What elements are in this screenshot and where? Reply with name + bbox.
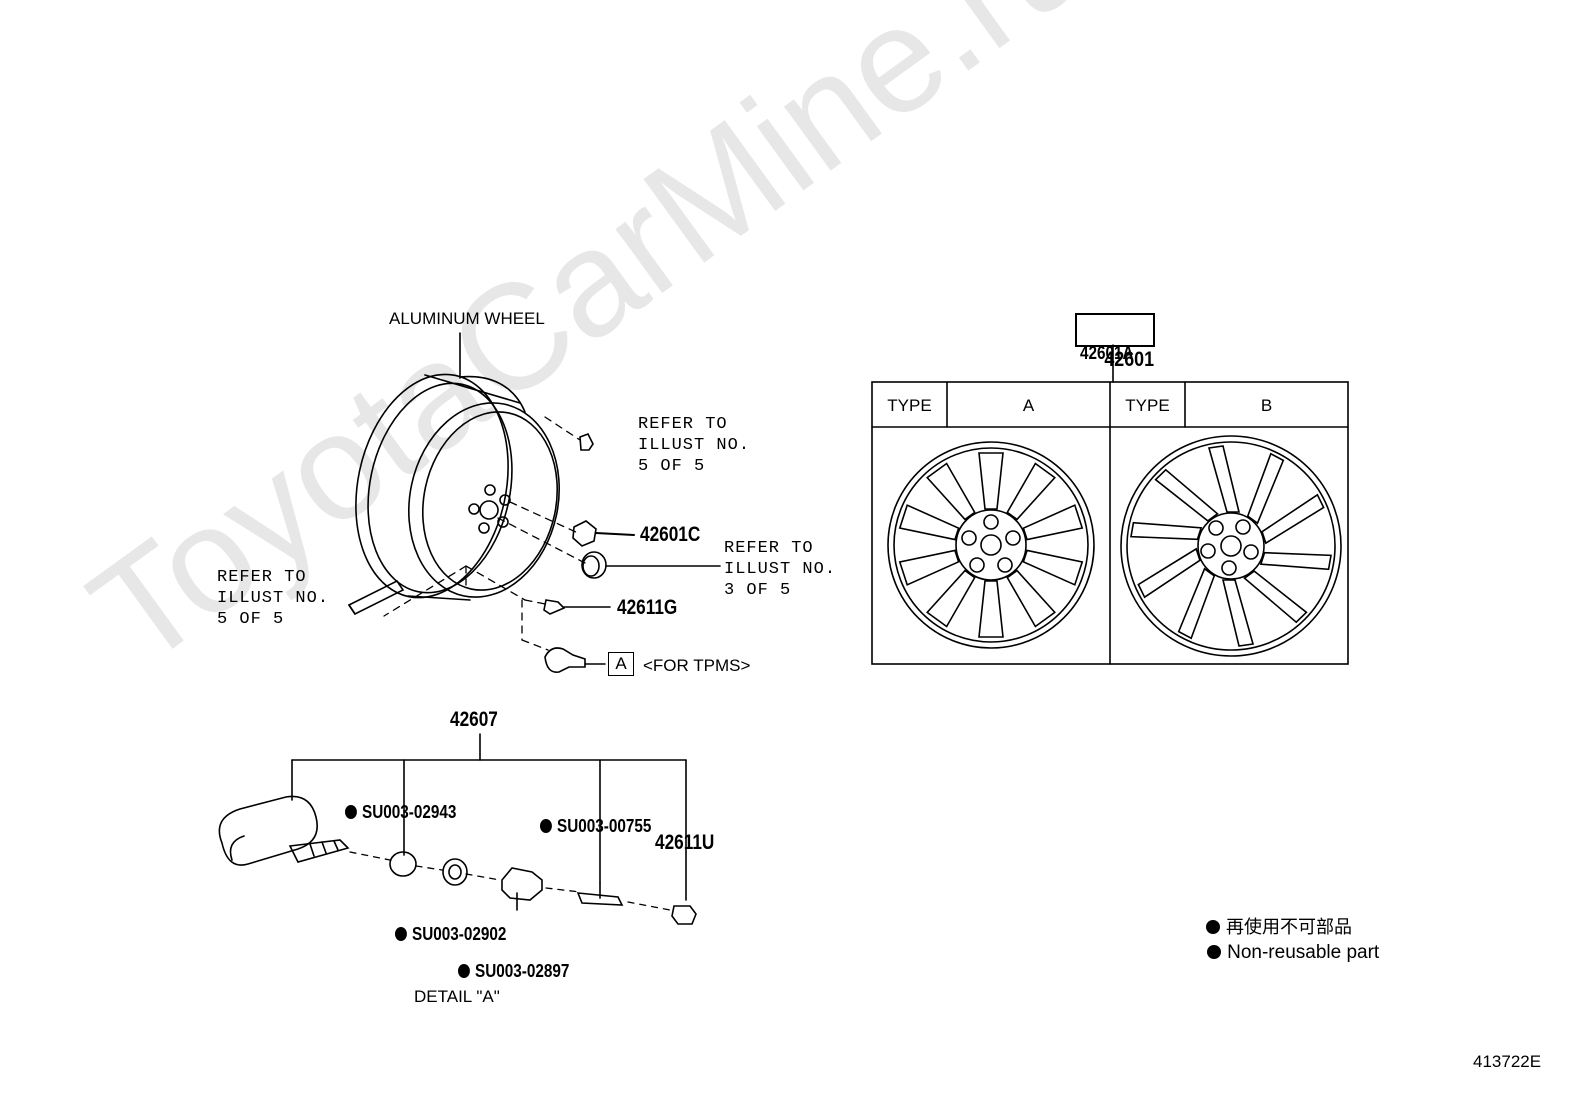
highlighted-part-42601[interactable]: 42601: [1075, 313, 1155, 371]
refer-left-line-3: 5 OF 5: [217, 610, 285, 629]
for-tpms-label: <FOR TPMS>: [643, 656, 751, 675]
part-su003-02902[interactable]: SU003-02902: [378, 907, 506, 961]
non-reusable-dot-icon: [1207, 945, 1222, 959]
part-code: SU003-02897: [475, 961, 570, 981]
detail-a-caption: DETAIL "A": [414, 987, 500, 1006]
refer-top-line-2: ILLUST NO.: [638, 436, 751, 455]
part-number-42601a[interactable]: 42601A: [1080, 343, 1134, 363]
refer-left-line-2: ILLUST NO.: [217, 589, 330, 608]
refer-right-line-3: 3 OF 5: [724, 581, 792, 600]
legend-en-text: Non-reusable part: [1227, 942, 1380, 963]
part-code: SU003-02902: [412, 924, 507, 944]
part-su003-02943[interactable]: SU003-02943: [328, 785, 456, 839]
type-value-b: B: [1260, 396, 1273, 415]
part-su003-02897[interactable]: SU003-02897: [441, 944, 569, 998]
refer-top-line-1: REFER TO: [638, 415, 728, 434]
aluminum-wheel-illustration: [355, 332, 560, 601]
refer-right-line-1: REFER TO: [724, 539, 814, 558]
legend-english: Non-reusable part: [1186, 924, 1379, 981]
aluminum-wheel-label: ALUMINUM WHEEL: [389, 309, 545, 328]
refer-left-line-1: REFER TO: [217, 568, 307, 587]
part-su003-00755[interactable]: SU003-00755: [523, 799, 651, 853]
legend-ja-text: 再使用不可部品: [1226, 917, 1353, 937]
part-number-42611u[interactable]: 42611U: [655, 831, 715, 854]
part-number-42607[interactable]: 42607: [450, 708, 498, 731]
highlighted-part-code: 42601: [1104, 348, 1155, 371]
part-code: SU003-02943: [362, 802, 457, 822]
wheel-type-a-illustration: [887, 441, 1095, 649]
non-reusable-dot-icon: [395, 927, 407, 941]
illustration-code: 413722E: [1473, 1052, 1542, 1071]
part-number-42611g[interactable]: 42611G: [617, 596, 678, 619]
part-code: SU003-00755: [557, 816, 652, 836]
wheel-type-b-illustration: [1120, 435, 1342, 657]
type-header-b: TYPE: [1125, 396, 1170, 415]
non-reusable-dot-icon: [1206, 920, 1221, 934]
type-header-a: TYPE: [887, 396, 932, 415]
non-reusable-dot-icon: [345, 805, 357, 819]
legend-japanese: 再使用不可部品: [1186, 900, 1352, 954]
refer-right-line-2: ILLUST NO.: [724, 560, 837, 579]
part-number-42601c[interactable]: 42601C: [640, 523, 701, 546]
non-reusable-dot-icon: [458, 964, 470, 978]
detail-a-reference-box[interactable]: A: [608, 652, 634, 676]
type-value-a: A: [1022, 396, 1035, 415]
refer-top-line-3: 5 OF 5: [638, 457, 706, 476]
non-reusable-dot-icon: [540, 819, 552, 833]
